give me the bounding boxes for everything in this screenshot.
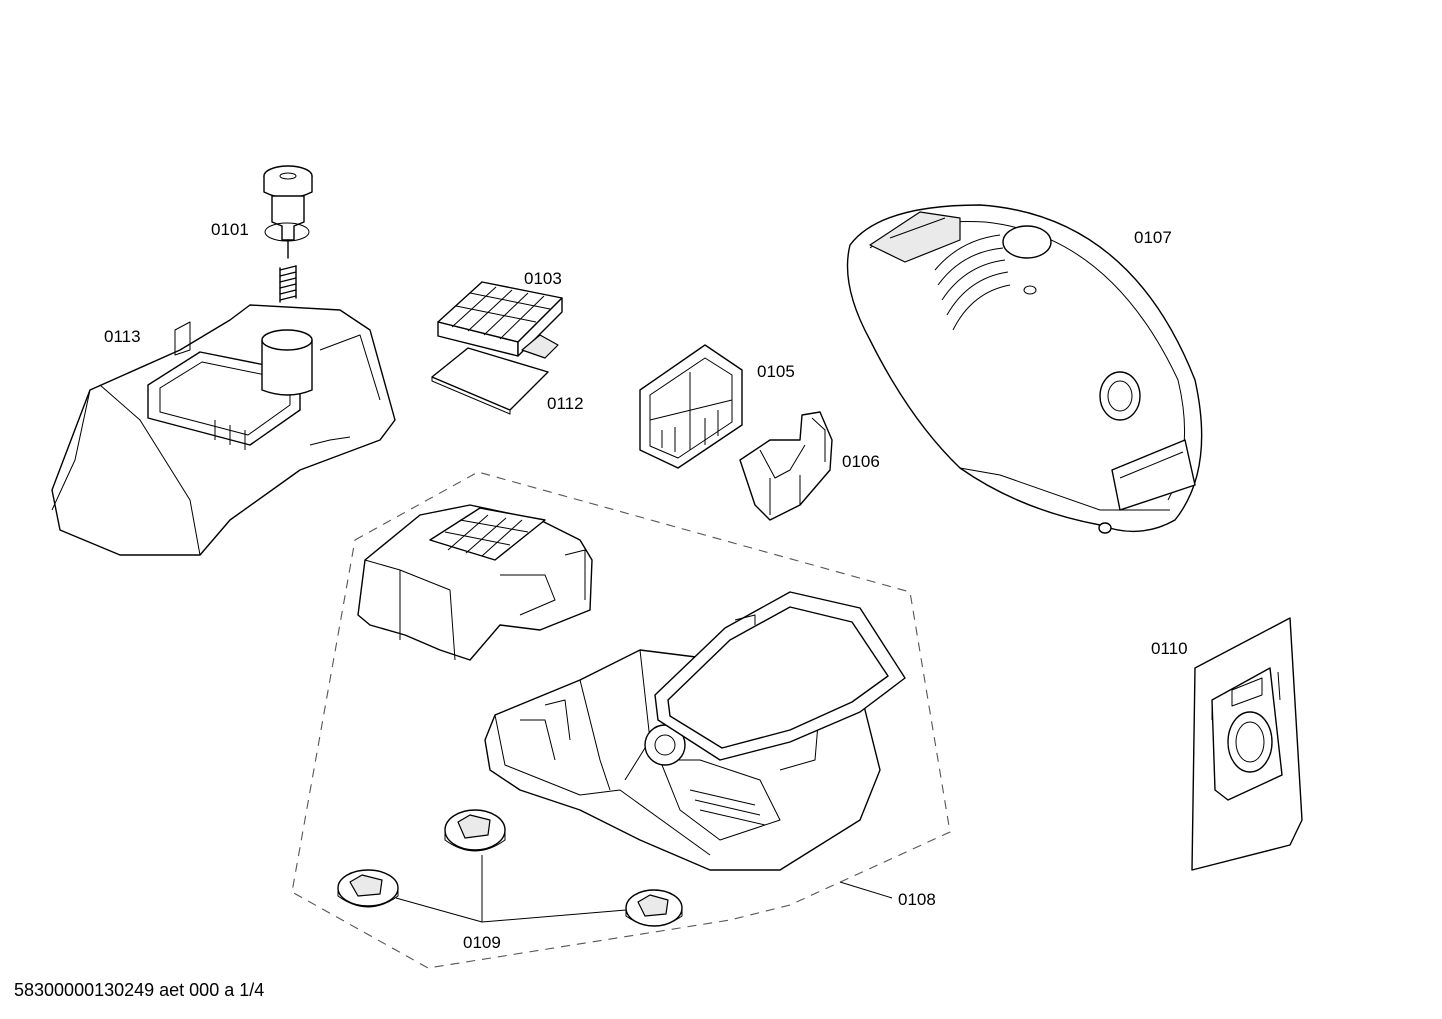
drawing-reference-number: 58300000130249 aet 000 a 1/4	[14, 980, 265, 1000]
label-part-0110: 0110	[1151, 639, 1188, 658]
label-part-0106: 0106	[842, 452, 880, 471]
part-0108-gasket-ring	[654, 591, 906, 761]
label-part-0108: 0108	[898, 890, 936, 909]
leader-lines	[395, 855, 893, 923]
part-0103-filter-grid	[437, 281, 563, 359]
part-0109-caster-wheel	[625, 889, 683, 927]
part-0107-top-cover	[846, 204, 1203, 534]
part-0101-spring	[279, 265, 297, 303]
label-part-0112: 0112	[547, 394, 584, 413]
label-part-0107: 0107	[1134, 228, 1172, 247]
part-0106-clip-bracket	[739, 411, 833, 521]
part-0105-frame-filter	[639, 344, 743, 469]
part-0110-dust-bag	[1191, 617, 1303, 871]
part-0109-caster-wheel	[337, 869, 399, 908]
part-0108-group-boundary	[291, 471, 951, 969]
label-part-0113: 0113	[104, 327, 141, 346]
label-part-0105: 0105	[757, 362, 795, 381]
part-0112-filter-pad	[431, 347, 549, 415]
part-0108-motor-housing	[357, 504, 593, 661]
label-part-0101: 0101	[211, 220, 249, 239]
label-part-0109: 0109	[463, 933, 501, 952]
label-part-0103: 0103	[524, 269, 562, 288]
part-0113-rear-housing	[51, 304, 396, 556]
part-labels: 0101 0103 0105 0106 0107 0108 0109 0110 …	[104, 220, 1188, 952]
part-0109-caster-wheel	[444, 809, 506, 852]
part-0101-knob	[263, 165, 313, 259]
